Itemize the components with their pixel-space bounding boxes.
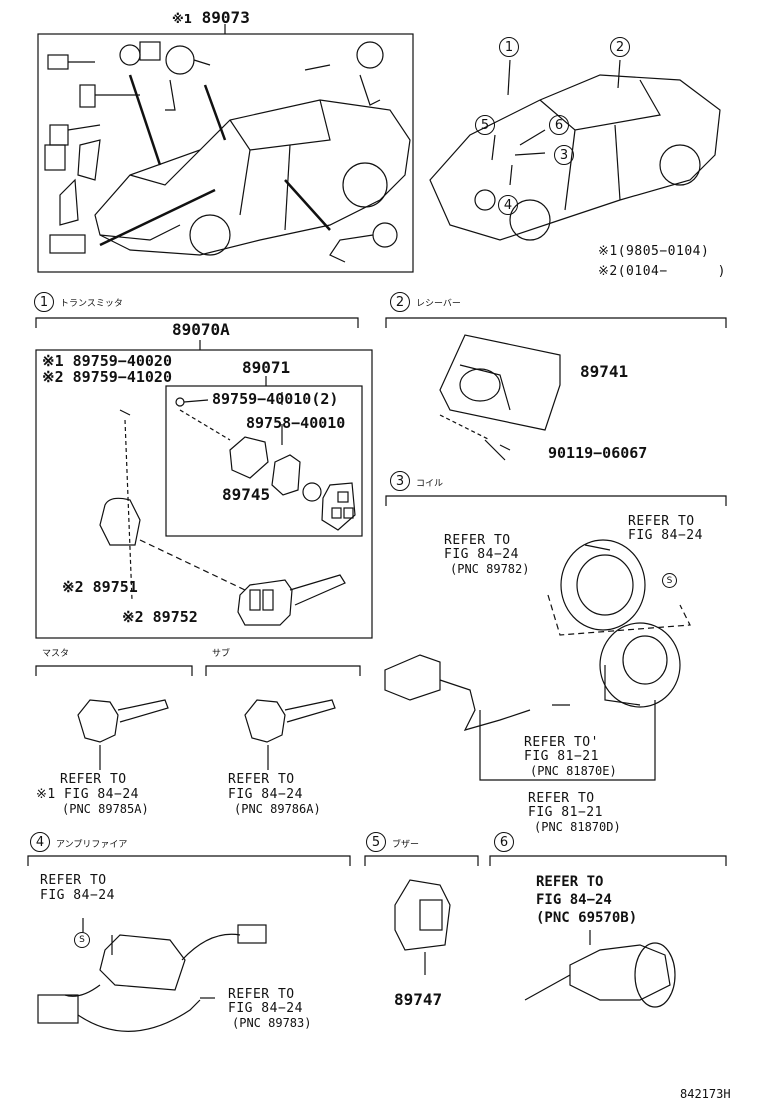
- master-ref-line2: ※1 FIG 84−24: [36, 787, 139, 802]
- overview-frame: [37, 33, 414, 273]
- sub-ref-line2: FIG 84−24: [228, 787, 303, 802]
- transmitter-parts: [99, 392, 356, 626]
- receiver-parts: [439, 334, 561, 461]
- master-label: マスタ: [42, 649, 70, 659]
- section-4-number: 4: [30, 832, 50, 852]
- sub-key: [244, 699, 336, 770]
- amp-ref1-line2: FIG 84−24: [40, 888, 115, 903]
- s6-ref-line3: (PNC 69570B): [536, 910, 638, 926]
- part-89759-40010: 89759−40010(2): [212, 390, 339, 408]
- car-right-drawing: [429, 59, 721, 241]
- coil-ref3-line1: REFER TO': [524, 735, 599, 750]
- amp-ref1-line1: REFER TO: [40, 873, 107, 888]
- part-89751: ※2 89751: [62, 578, 138, 596]
- sub-label: サブ: [212, 649, 231, 659]
- car-left-drawing: [94, 99, 411, 256]
- overview-part-number: ※1 89073: [172, 10, 250, 26]
- coil-ref3-line3: (PNC 81870E): [530, 764, 617, 778]
- callout-4: 4: [498, 195, 518, 215]
- master-ref-line1: REFER TO: [60, 772, 127, 787]
- part-89759-41020: ※2 89759−41020: [42, 368, 172, 386]
- coil-ref4-line2: FIG 81−21: [528, 805, 603, 820]
- screw-s-coil: S: [662, 573, 677, 588]
- s6-parts: [524, 930, 676, 1008]
- inner-assembly: 89071: [242, 358, 291, 377]
- section-5-number: 5: [366, 832, 386, 852]
- section-1-number: 1: [34, 292, 54, 312]
- callout-2: 2: [610, 37, 630, 57]
- date-note-1: ※1(9805−0104): [598, 244, 710, 259]
- screw-s-amplifier: S: [74, 932, 90, 948]
- callout-1: 1: [499, 37, 519, 57]
- main-part-label: 89073: [201, 8, 250, 27]
- coil-ref2-line1: REFER TO: [628, 514, 695, 529]
- s6-ref-line2: FIG 84−24: [536, 892, 612, 908]
- amp-ref2-line3: (PNC 89783): [232, 1016, 312, 1030]
- section-3-number: 3: [390, 471, 410, 491]
- coil-ref1-line2: FIG 84−24: [444, 547, 519, 562]
- section-2-label: レシーバー: [416, 299, 461, 309]
- inner-frame: [165, 385, 363, 537]
- coil-parts: [384, 539, 691, 781]
- s6-ref-line1: REFER TO: [536, 874, 604, 890]
- coil-ref4-line3: (PNC 81870D): [534, 820, 621, 834]
- transmitter-assembly: 89070A: [172, 320, 230, 339]
- amplifier-parts: [37, 918, 267, 1032]
- coil-ref3-line2: FIG 81−21: [524, 749, 599, 764]
- sub-ref-line3: (PNC 89786A): [234, 802, 321, 816]
- callout-6: 6: [549, 115, 569, 135]
- section-2-number: 2: [390, 292, 410, 312]
- callout-3: 3: [554, 145, 574, 165]
- part-89741: 89741: [580, 362, 629, 381]
- master-key: [77, 699, 169, 770]
- part-90119-06067: 90119−06067: [548, 444, 648, 462]
- note-mark: ※1: [172, 12, 193, 26]
- buzzer-parts: [394, 879, 451, 975]
- sub-ref-line1: REFER TO: [228, 772, 295, 787]
- coil-ref1-line1: REFER TO: [444, 533, 511, 548]
- amp-ref2-line2: FIG 84−24: [228, 1001, 303, 1016]
- part-89745: 89745: [222, 485, 271, 504]
- section-1-label: トランスミッタ: [60, 299, 123, 309]
- master-ref-line3: (PNC 89785A): [62, 802, 149, 816]
- part-89752: ※2 89752: [122, 608, 198, 626]
- coil-ref4-line1: REFER TO: [528, 791, 595, 806]
- section-5-label: ブザー: [392, 840, 420, 850]
- section-3-label: コイル: [416, 479, 444, 489]
- transmitter-frame: [35, 349, 373, 639]
- part-89759-40020: ※1 89759−40020: [42, 352, 172, 370]
- coil-ref1-line3: (PNC 89782): [450, 562, 530, 576]
- amp-ref2-line1: REFER TO: [228, 987, 295, 1002]
- parts-cluster: [44, 41, 398, 263]
- date-note-2: ※2(0104− ): [598, 264, 726, 279]
- part-89747: 89747: [394, 990, 443, 1009]
- figure-code: 842173H: [680, 1087, 731, 1101]
- section-4-label: アンプリファイア: [56, 840, 128, 850]
- section-6-number: 6: [494, 832, 514, 852]
- callout-5: 5: [475, 115, 495, 135]
- part-89758-40010: 89758−40010: [246, 414, 346, 432]
- coil-ref2-line2: FIG 84−24: [628, 528, 703, 543]
